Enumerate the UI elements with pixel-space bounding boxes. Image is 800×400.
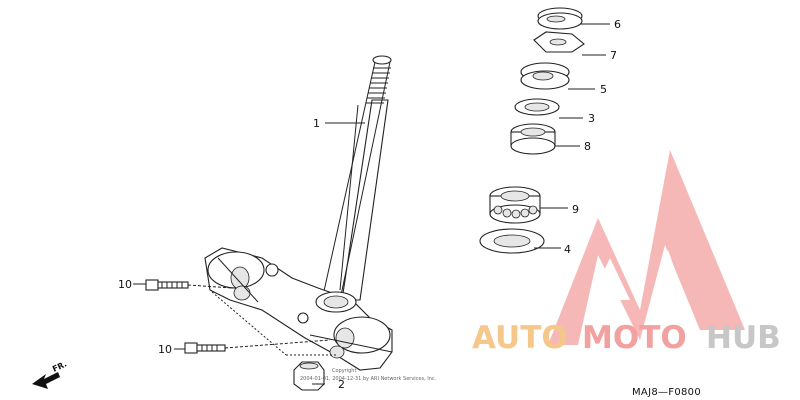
callout-6: 6 — [614, 18, 621, 31]
watermark-logo — [548, 150, 745, 345]
bolt-upper — [145, 279, 189, 291]
callout-10-upper: 10 — [118, 278, 132, 291]
upper-bearing — [510, 123, 556, 155]
callout-10-lower: 10 — [158, 343, 172, 356]
callout-1: 1 — [313, 117, 320, 130]
dust-seal — [514, 98, 560, 116]
bolt-lower — [184, 342, 226, 354]
watermark-text-hub: HUB — [706, 320, 781, 356]
callout-7: 7 — [610, 49, 617, 62]
stem-nut — [293, 361, 325, 391]
callout-2: 2 — [338, 378, 345, 391]
diagram-code: MAJ8—F0800 — [632, 387, 701, 398]
lock-nut — [537, 7, 583, 30]
copyright-line-1: Copyright — [332, 368, 356, 374]
callout-4: 4 — [564, 243, 571, 256]
callout-9: 9 — [572, 203, 579, 216]
adjusting-nut — [520, 62, 570, 90]
lower-dust-seal — [479, 228, 545, 254]
stem-thread — [366, 67, 391, 104]
lower-bearing — [489, 186, 541, 224]
callout-3: 3 — [588, 112, 595, 125]
steering-stem — [321, 55, 392, 301]
front-direction-arrow — [32, 372, 60, 389]
front-direction-label: FR. — [51, 359, 68, 373]
callout-8: 8 — [584, 140, 591, 153]
copyright-line-2: 2004-01-01, 2004-12-31 by ARI Network Se… — [300, 376, 437, 382]
watermark-text-moto: MOTO — [582, 320, 687, 356]
callout-5: 5 — [600, 83, 607, 96]
leader-lines — [133, 23, 610, 385]
watermark-text-auto: AUTO — [472, 320, 568, 356]
bottom-bridge — [204, 247, 393, 371]
lock-washer — [533, 31, 585, 53]
